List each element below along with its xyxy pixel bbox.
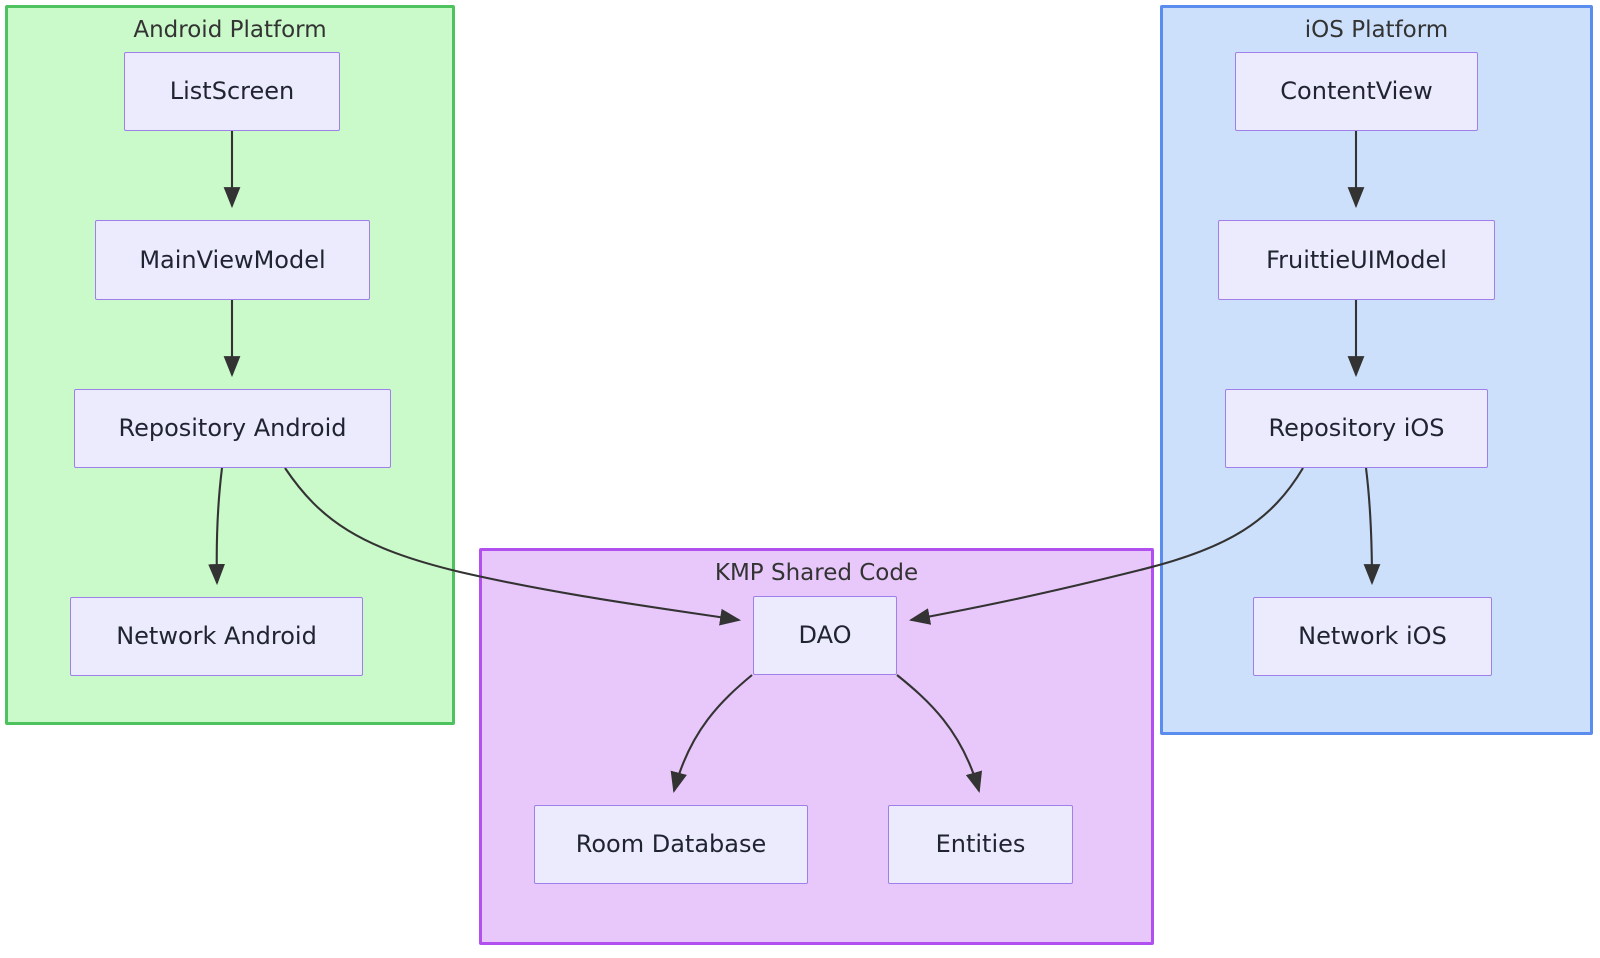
node-entities[interactable]: Entities (888, 805, 1073, 884)
node-network-ios-label: Network iOS (1298, 622, 1447, 651)
node-list-screen[interactable]: ListScreen (124, 52, 340, 131)
node-main-view-model[interactable]: MainViewModel (95, 220, 370, 300)
node-repository-ios[interactable]: Repository iOS (1225, 389, 1488, 468)
cluster-kmp-shared-code-title: KMP Shared Code (714, 560, 919, 586)
node-repository-android[interactable]: Repository Android (74, 389, 391, 468)
node-repository-ios-label: Repository iOS (1268, 414, 1445, 443)
node-network-ios[interactable]: Network iOS (1253, 597, 1492, 676)
node-network-android[interactable]: Network Android (70, 597, 363, 676)
cluster-ios-platform-title: iOS Platform (1304, 17, 1449, 43)
node-main-view-model-label: MainViewModel (139, 245, 326, 274)
node-repository-android-label: Repository Android (118, 414, 347, 443)
node-room-database-label: Room Database (575, 830, 767, 859)
node-dao-label: DAO (798, 621, 852, 650)
node-dao[interactable]: DAO (753, 596, 897, 675)
node-entities-label: Entities (935, 830, 1026, 859)
node-fruittie-ui-model[interactable]: FruittieUIModel (1218, 220, 1495, 300)
cluster-android-platform-title: Android Platform (133, 17, 327, 43)
node-list-screen-label: ListScreen (169, 77, 295, 106)
node-content-view[interactable]: ContentView (1235, 52, 1478, 131)
node-fruittie-ui-model-label: FruittieUIModel (1266, 245, 1447, 274)
node-content-view-label: ContentView (1280, 77, 1433, 106)
node-network-android-label: Network Android (116, 622, 317, 651)
node-room-database[interactable]: Room Database (534, 805, 808, 884)
